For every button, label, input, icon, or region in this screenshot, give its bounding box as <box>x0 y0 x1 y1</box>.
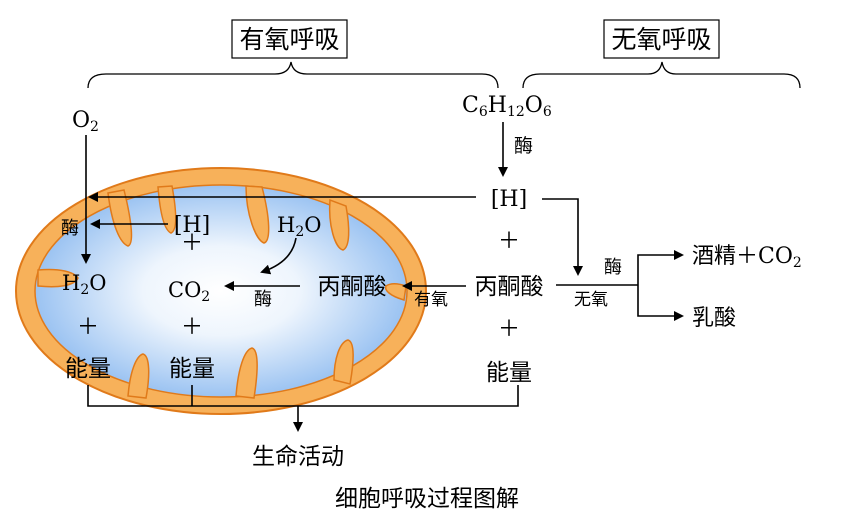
diagram-caption: 细胞呼吸过程图解 <box>335 486 519 512</box>
crista <box>127 353 150 399</box>
anaerobic-header-box <box>603 19 720 59</box>
arrows <box>81 122 684 432</box>
enzyme-label-anaerobic: 酶 <box>604 257 622 278</box>
crista <box>333 339 354 385</box>
arrow-h-to-anaerobic <box>542 198 583 276</box>
arrow-to-alcohol <box>637 250 684 285</box>
water-reactant: H2O <box>277 213 321 240</box>
arrow-water-to-co2 <box>260 237 297 275</box>
h-bracket-mito: [H] <box>174 213 210 238</box>
aerobic-header: 有氧呼吸 <box>239 25 339 54</box>
crista <box>235 347 258 399</box>
plus-sign: ＋ <box>77 315 99 340</box>
energy-mito-center: 能量 <box>169 356 215 382</box>
arrow-to-lactic-acid <box>637 285 684 321</box>
plus-sign: ＋ <box>498 317 520 342</box>
aerobic-brace <box>87 61 499 89</box>
enzyme-label-glycolysis: 酶 <box>514 135 533 157</box>
anaerobic-header: 无氧呼吸 <box>611 25 711 54</box>
energy-collector-line <box>87 385 519 407</box>
alcohol-co2-product: 酒精＋CO2 <box>692 244 802 271</box>
h-bracket-cytoplasm: [H] <box>491 187 527 212</box>
aerobic-header-box <box>231 19 348 59</box>
water-product: H2O <box>62 271 106 298</box>
anaerobic-condition-label: 无氧 <box>574 290 608 310</box>
enzyme-label-krebs: 酶 <box>254 289 272 310</box>
crista <box>37 268 79 288</box>
mitochondrion <box>15 167 427 415</box>
pyruvate-mito: 丙酮酸 <box>318 274 387 300</box>
plus-sign: ＋ <box>181 231 203 256</box>
pyruvate-cytoplasm: 丙酮酸 <box>475 274 544 300</box>
crista <box>245 185 270 244</box>
co2-product: CO2 <box>168 278 210 305</box>
lactic-acid-product: 乳酸 <box>692 306 736 331</box>
oxygen-label: O2 <box>72 108 99 135</box>
anaerobic-brace <box>522 61 801 89</box>
plus-sign: ＋ <box>498 229 520 254</box>
energy-cytoplasm: 能量 <box>486 360 532 386</box>
plus-sign: ＋ <box>181 315 203 340</box>
crista <box>107 189 133 247</box>
glucose-formula: C6H12O6 <box>462 93 552 120</box>
enzyme-label-matrix: 酶 <box>61 218 79 239</box>
aerobic-condition-label: 有氧 <box>414 290 448 310</box>
energy-mito-left: 能量 <box>65 356 111 382</box>
crista <box>328 198 350 251</box>
life-activity-label: 生命活动 <box>252 444 344 470</box>
